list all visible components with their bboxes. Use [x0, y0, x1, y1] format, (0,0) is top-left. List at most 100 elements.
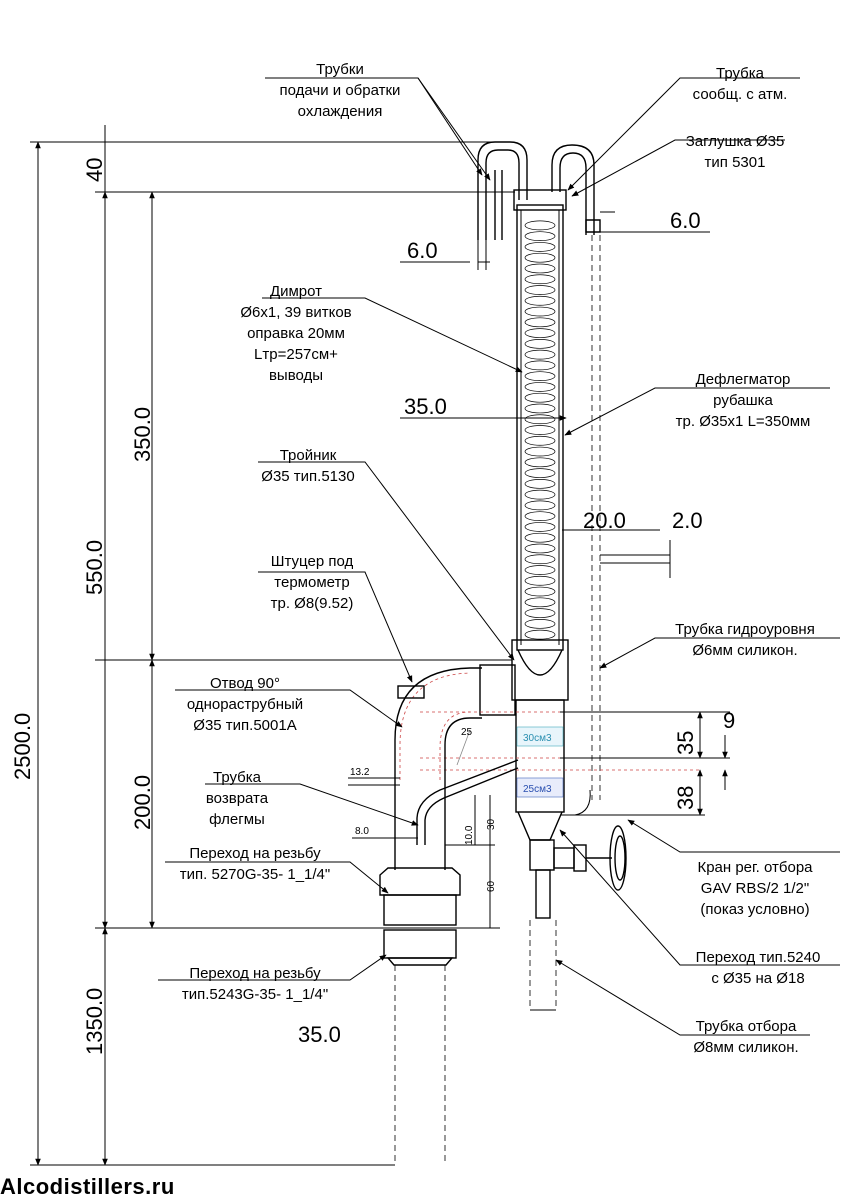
- dim-30: 30: [486, 818, 497, 830]
- svg-text:Трубка: Трубка: [716, 65, 765, 82]
- elbow-and-return: [394, 667, 519, 845]
- svg-text:охлаждения: охлаждения: [298, 103, 383, 120]
- svg-text:Ø35 тип.5130: Ø35 тип.5130: [261, 468, 354, 485]
- svg-text:с Ø35 на Ø18: с Ø35 на Ø18: [711, 970, 804, 987]
- coil-turn: [524, 306, 556, 317]
- dim-60: 60: [486, 880, 497, 892]
- coil-turn: [524, 295, 556, 306]
- coil-turn: [524, 565, 556, 575]
- coil-turn: [524, 489, 556, 500]
- coil-turn: [524, 371, 556, 381]
- cooling-tubes: [477, 141, 595, 240]
- coil-turn: [524, 457, 556, 468]
- coil-turn: [524, 554, 556, 565]
- dim-20: 20.0: [583, 508, 626, 533]
- svg-text:Ø8мм силикон.: Ø8мм силикон.: [693, 1039, 798, 1056]
- svg-text:Отвод 90°: Отвод 90°: [210, 675, 280, 692]
- label-atm-tube: Трубка сообщ. с атм.: [693, 65, 788, 103]
- coil-turn: [524, 619, 556, 629]
- svg-text:Ø6мм силикон.: Ø6мм силикон.: [692, 642, 797, 659]
- dim-550: 550.0: [82, 540, 107, 595]
- label-dephlegmator: Дефлегматор рубашка тр. Ø35х1 L=350мм: [676, 371, 811, 430]
- coil-turn: [524, 220, 556, 231]
- offtake-and-valve: [529, 825, 627, 1011]
- svg-text:Ø6х1, 39 витков: Ø6х1, 39 витков: [240, 304, 351, 321]
- coil-turn: [524, 317, 556, 328]
- svg-text:подачи и обратки: подачи и обратки: [280, 82, 401, 99]
- dim-2: 2.0: [672, 508, 703, 533]
- coil-turn: [524, 522, 556, 532]
- label-elbow: Отвод 90° однораструбный Ø35 тип.5001А: [187, 675, 303, 734]
- coil-turn: [524, 274, 556, 285]
- coil-turn: [524, 392, 556, 403]
- label-thread-adapter-1: Переход на резьбу тип. 5270G-35- 1_1/4": [180, 845, 330, 883]
- volume-25: 25см3: [523, 784, 552, 795]
- coil-turn: [524, 349, 556, 360]
- dim-6-right: 6.0: [670, 208, 701, 233]
- dephlegmator: [513, 189, 615, 800]
- dim-13-2: 13.2: [350, 767, 370, 778]
- coil-turn: [524, 575, 556, 586]
- coil-turn: [524, 403, 556, 414]
- svg-text:Димрот: Димрот: [270, 283, 322, 300]
- coil-turn: [524, 532, 556, 543]
- label-offtake-tube: Трубка отбора Ø8мм силикон.: [693, 1018, 798, 1056]
- watermark: Alcodistillers.ru: [0, 1174, 175, 1199]
- coil-turn: [524, 414, 556, 425]
- svg-text:тр. Ø8(9.52): тр. Ø8(9.52): [271, 595, 354, 612]
- bottom-pipe: [379, 780, 461, 1165]
- dim-1350: 1350.0: [82, 988, 107, 1055]
- dim-25: 25: [461, 727, 473, 738]
- label-cooling-tubes: Трубки подачи и обратки охлаждения: [280, 61, 401, 120]
- svg-text:Трубка: Трубка: [213, 769, 262, 786]
- svg-text:Трубка отбора: Трубка отбора: [696, 1018, 797, 1035]
- tee-and-chambers: 30см3 25см3: [420, 639, 700, 841]
- dim-8: 8.0: [355, 826, 369, 837]
- coil-turn: [524, 543, 556, 554]
- label-transition-5240: Переход тип.5240 с Ø35 на Ø18: [696, 949, 821, 987]
- svg-text:тип.5243G-35- 1_1/4": тип.5243G-35- 1_1/4": [182, 986, 328, 1003]
- coil-turn: [524, 608, 556, 618]
- coil-turn: [524, 382, 556, 392]
- dim-38: 38: [673, 786, 698, 810]
- svg-text:сообщ. с атм.: сообщ. с атм.: [693, 86, 788, 103]
- coil-turn: [524, 446, 556, 457]
- dim-2500: 2500.0: [10, 713, 35, 780]
- svg-text:термометр: термометр: [274, 574, 349, 591]
- coil-turn: [524, 597, 556, 608]
- coil-turn: [524, 479, 556, 489]
- dim-35-chamber: 35: [673, 731, 698, 755]
- coil-turn: [524, 339, 556, 349]
- dim-6-left: 6.0: [407, 238, 438, 263]
- svg-text:Штуцер под: Штуцер под: [271, 553, 354, 570]
- coil-turn: [524, 500, 556, 511]
- label-thermometer-fitting: Штуцер под термометр тр. Ø8(9.52): [271, 553, 354, 612]
- svg-text:тип. 5270G-35- 1_1/4": тип. 5270G-35- 1_1/4": [180, 866, 330, 883]
- svg-text:Lтр=257см+: Lтр=257см+: [254, 346, 338, 363]
- coil-turn: [524, 468, 556, 478]
- coil-turn: [524, 629, 556, 640]
- svg-text:возврата: возврата: [206, 790, 269, 807]
- dim-35-column: 35.0: [404, 394, 447, 419]
- svg-text:выводы: выводы: [269, 367, 323, 384]
- overall-dimensions: [30, 125, 515, 1166]
- svg-text:GAV RBS/2 1/2": GAV RBS/2 1/2": [701, 880, 809, 897]
- coil-turn: [524, 242, 556, 252]
- dim-40: 40: [82, 158, 107, 182]
- label-dimroth: Димрот Ø6х1, 39 витков оправка 20мм Lтр=…: [240, 283, 351, 384]
- dimroth-coil: [524, 220, 556, 640]
- svg-text:однораструбный: однораструбный: [187, 696, 303, 713]
- svg-text:оправка 20мм: оправка 20мм: [247, 325, 345, 342]
- coil-turn: [524, 263, 556, 274]
- svg-text:Переход на резьбу: Переход на резьбу: [189, 965, 321, 982]
- dim-10: 10.0: [464, 825, 475, 845]
- coil-turn: [524, 425, 556, 435]
- label-return-tube: Трубка возврата флегмы: [206, 769, 269, 828]
- coil-turn: [524, 328, 556, 338]
- svg-text:Заглушка Ø35: Заглушка Ø35: [686, 133, 785, 150]
- svg-text:тр. Ø35х1 L=350мм: тр. Ø35х1 L=350мм: [676, 413, 811, 430]
- label-tee: Тройник Ø35 тип.5130: [261, 447, 354, 485]
- small-dimensions: [348, 231, 730, 928]
- svg-text:Переход тип.5240: Переход тип.5240: [696, 949, 821, 966]
